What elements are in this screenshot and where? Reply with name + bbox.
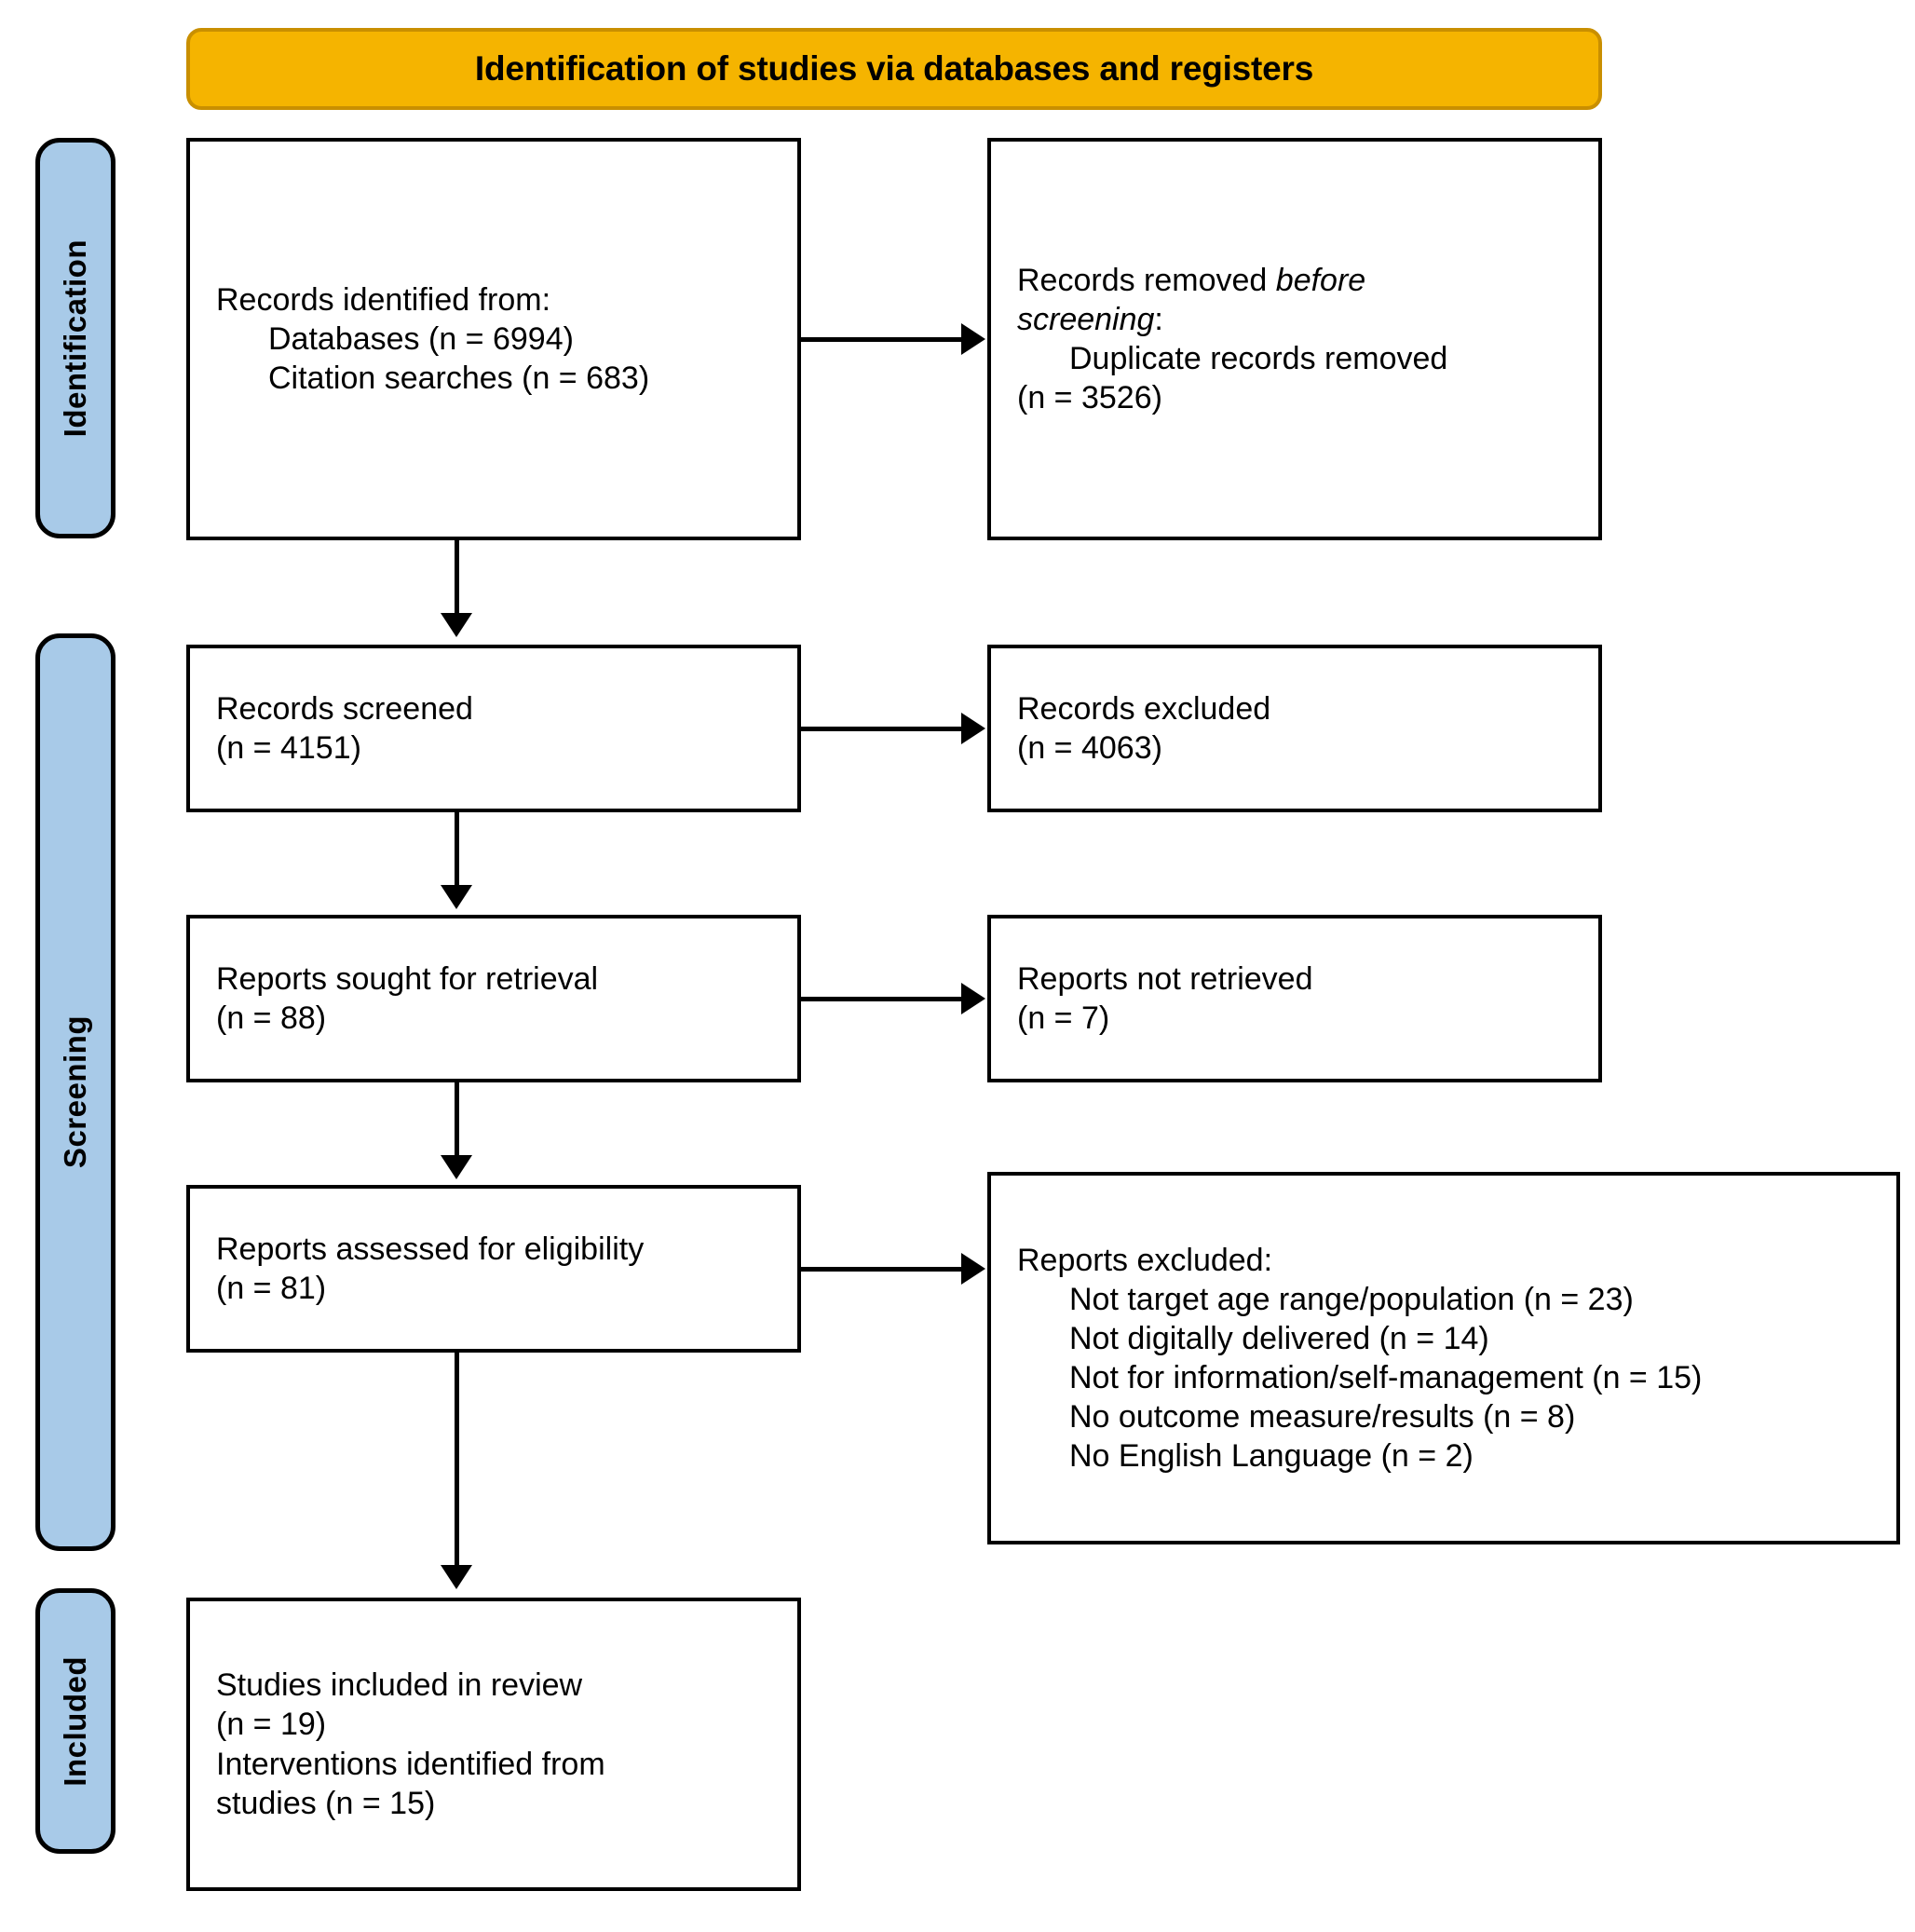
connector-sought-to-assessed [455, 1082, 459, 1157]
reports-sought-label: Reports sought for retrieval [216, 960, 599, 997]
box-reports-not-retrieved: Reports not retrieved (n = 7) [987, 915, 1602, 1082]
records-identified-databases: Databases (n = 6994) [268, 320, 574, 357]
reports-excluded-reason-4: No outcome measure/results (n = 8) [1069, 1399, 1576, 1435]
records-removed-screening-italic: screening [1017, 301, 1155, 337]
records-identified-line-1: Records identified from: [216, 281, 551, 318]
interventions-identified-label: Interventions identified from [216, 1746, 605, 1782]
connector-screened-to-excluded [801, 727, 963, 731]
connector-assessed-to-included [455, 1353, 459, 1567]
records-removed-duplicates: Duplicate records removed [1069, 341, 1448, 376]
arrowhead-sought-to-not-retrieved [961, 983, 985, 1014]
stage-label-identification-text: Identification [58, 238, 92, 438]
records-identified-citations: Citation searches (n = 683) [268, 361, 650, 397]
studies-included-label: Studies included in review [216, 1667, 583, 1704]
stage-label-screening: Screening [35, 633, 115, 1551]
records-screened-count: (n = 4151) [216, 730, 361, 766]
arrowhead-assessed-to-included [441, 1565, 472, 1589]
reports-not-retrieved-label: Reports not retrieved [1017, 960, 1313, 997]
box-reports-sought: Reports sought for retrieval (n = 88) [186, 915, 801, 1082]
records-excluded-count: (n = 4063) [1017, 730, 1162, 766]
connector-assessed-to-reports-excluded [801, 1267, 963, 1272]
reports-excluded-heading: Reports excluded: [1017, 1242, 1273, 1278]
reports-not-retrieved-count: (n = 7) [1017, 1000, 1110, 1036]
reports-sought-count: (n = 88) [216, 1000, 327, 1036]
diagram-header-banner: Identification of studies via databases … [186, 28, 1602, 110]
arrowhead-screened-to-excluded [961, 713, 985, 744]
arrowhead-screened-to-sought [441, 885, 472, 909]
box-reports-assessed: Reports assessed for eligibility (n = 81… [186, 1185, 801, 1353]
arrowhead-identified-to-screened [441, 613, 472, 637]
stage-label-identification: Identification [35, 138, 115, 538]
records-screened-label: Records screened [216, 690, 473, 727]
box-records-excluded: Records excluded (n = 4063) [987, 645, 1602, 812]
box-reports-excluded: Reports excluded: Not target age range/p… [987, 1172, 1900, 1544]
arrowhead-assessed-to-reports-excluded [961, 1253, 985, 1285]
records-removed-line-1: Records removed before [1017, 261, 1572, 300]
reports-excluded-reason-2: Not digitally delivered (n = 14) [1069, 1320, 1489, 1356]
connector-identified-to-removed [801, 337, 963, 342]
reports-excluded-reason-5: No English Language (n = 2) [1069, 1438, 1474, 1475]
studies-included-count: (n = 19) [216, 1707, 327, 1743]
box-records-removed: Records removed before screening: Duplic… [987, 138, 1602, 540]
connector-identified-to-screened [455, 540, 459, 615]
arrowhead-identified-to-removed [961, 323, 985, 355]
reports-excluded-reason-1: Not target age range/population (n = 23) [1069, 1281, 1634, 1317]
stage-label-included: Included [35, 1588, 115, 1854]
reports-assessed-label: Reports assessed for eligibility [216, 1231, 645, 1267]
records-excluded-label: Records excluded [1017, 690, 1271, 727]
connector-screened-to-sought [455, 812, 459, 887]
records-removed-prefix: Records removed [1017, 262, 1276, 298]
interventions-identified-count: studies (n = 15) [216, 1785, 436, 1821]
banner-title: Identification of studies via databases … [474, 49, 1314, 88]
reports-excluded-reason-3: Not for information/self-management (n =… [1069, 1360, 1703, 1395]
box-records-identified: Records identified from: Databases (n = … [186, 138, 801, 540]
records-removed-line-2: screening: [1017, 300, 1572, 339]
records-removed-duplicates-count: (n = 3526) [1017, 380, 1162, 416]
records-removed-colon: : [1154, 301, 1163, 337]
stage-label-included-text: Included [58, 1655, 92, 1787]
arrowhead-sought-to-assessed [441, 1155, 472, 1179]
box-records-screened: Records screened (n = 4151) [186, 645, 801, 812]
records-removed-before-italic: before [1275, 262, 1366, 298]
connector-sought-to-not-retrieved [801, 997, 963, 1001]
stage-label-screening-text: Screening [58, 1015, 92, 1169]
box-studies-included: Studies included in review (n = 19) Inte… [186, 1598, 801, 1891]
reports-assessed-count: (n = 81) [216, 1271, 327, 1306]
